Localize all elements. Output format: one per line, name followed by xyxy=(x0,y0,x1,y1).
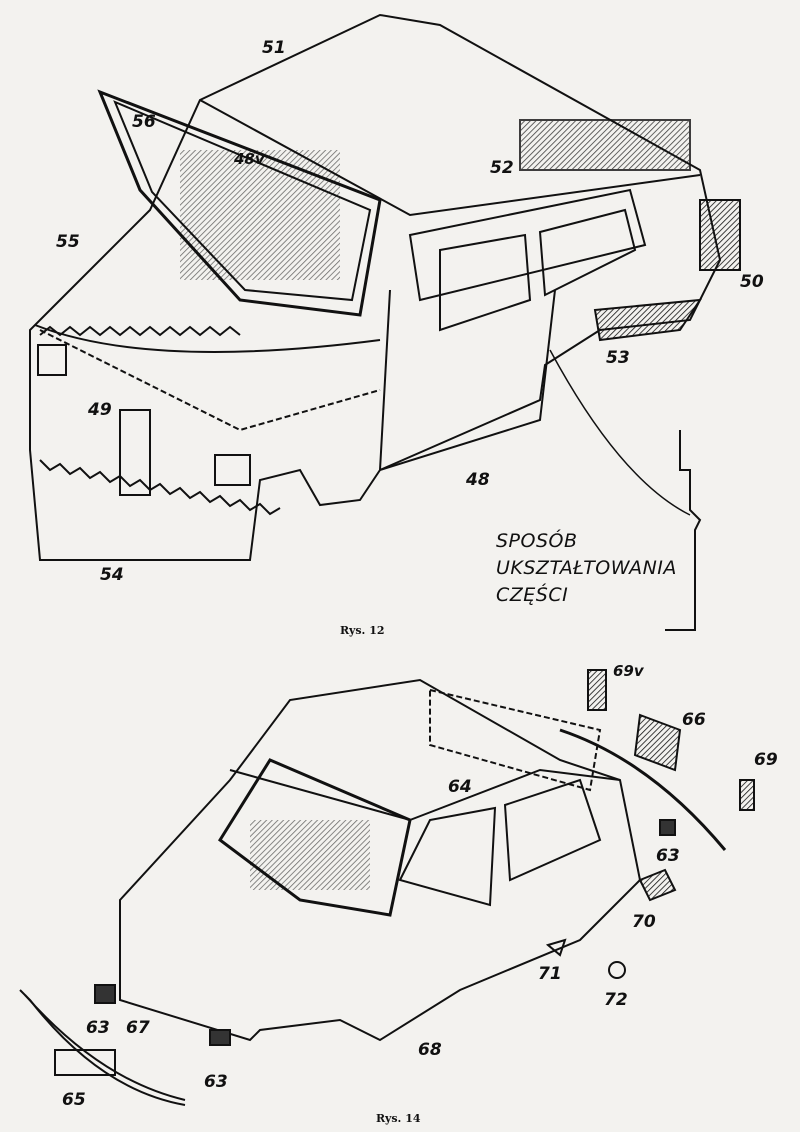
part-label-54: 54 xyxy=(100,565,124,585)
part-label-66: 66 xyxy=(682,710,706,730)
part-label-63: 63 xyxy=(656,846,680,866)
note-line: CZĘŚCI xyxy=(496,584,569,606)
part-label-56: 56 xyxy=(132,112,156,132)
part-label-48v: 48v xyxy=(234,150,265,168)
part-label-63: 63 xyxy=(204,1072,228,1092)
car-body-fig14 xyxy=(19,669,755,1106)
part-label-63: 63 xyxy=(86,1018,110,1038)
part-label-50: 50 xyxy=(740,272,764,292)
note-line: UKSZTAŁTOWANIA xyxy=(496,557,677,579)
part-label-70: 70 xyxy=(632,912,656,932)
part-label-64: 64 xyxy=(448,777,472,797)
part-label-68: 68 xyxy=(418,1040,442,1060)
part-label-55: 55 xyxy=(56,232,80,252)
part-label-51: 51 xyxy=(262,38,286,58)
part-label-71: 71 xyxy=(538,964,562,984)
part-label-69v: 69v xyxy=(613,662,644,680)
part-label-67: 67 xyxy=(126,1018,150,1038)
note-line: SPOSÓB xyxy=(496,530,578,552)
figure-caption-14: Rys. 14 xyxy=(376,1112,421,1125)
shaping-note: SPOSÓB UKSZTAŁTOWANIA CZĘŚCI xyxy=(496,528,677,609)
part-label-69: 69 xyxy=(754,750,778,770)
part-label-48: 48 xyxy=(466,470,490,490)
part-label-49: 49 xyxy=(88,400,112,420)
part-label-65: 65 xyxy=(62,1090,86,1110)
part-label-72: 72 xyxy=(604,990,628,1010)
part-label-53: 53 xyxy=(606,348,630,368)
figure-caption-12: Rys. 12 xyxy=(340,624,385,637)
car-body-fig12 xyxy=(29,13,741,631)
part-label-52: 52 xyxy=(490,158,514,178)
